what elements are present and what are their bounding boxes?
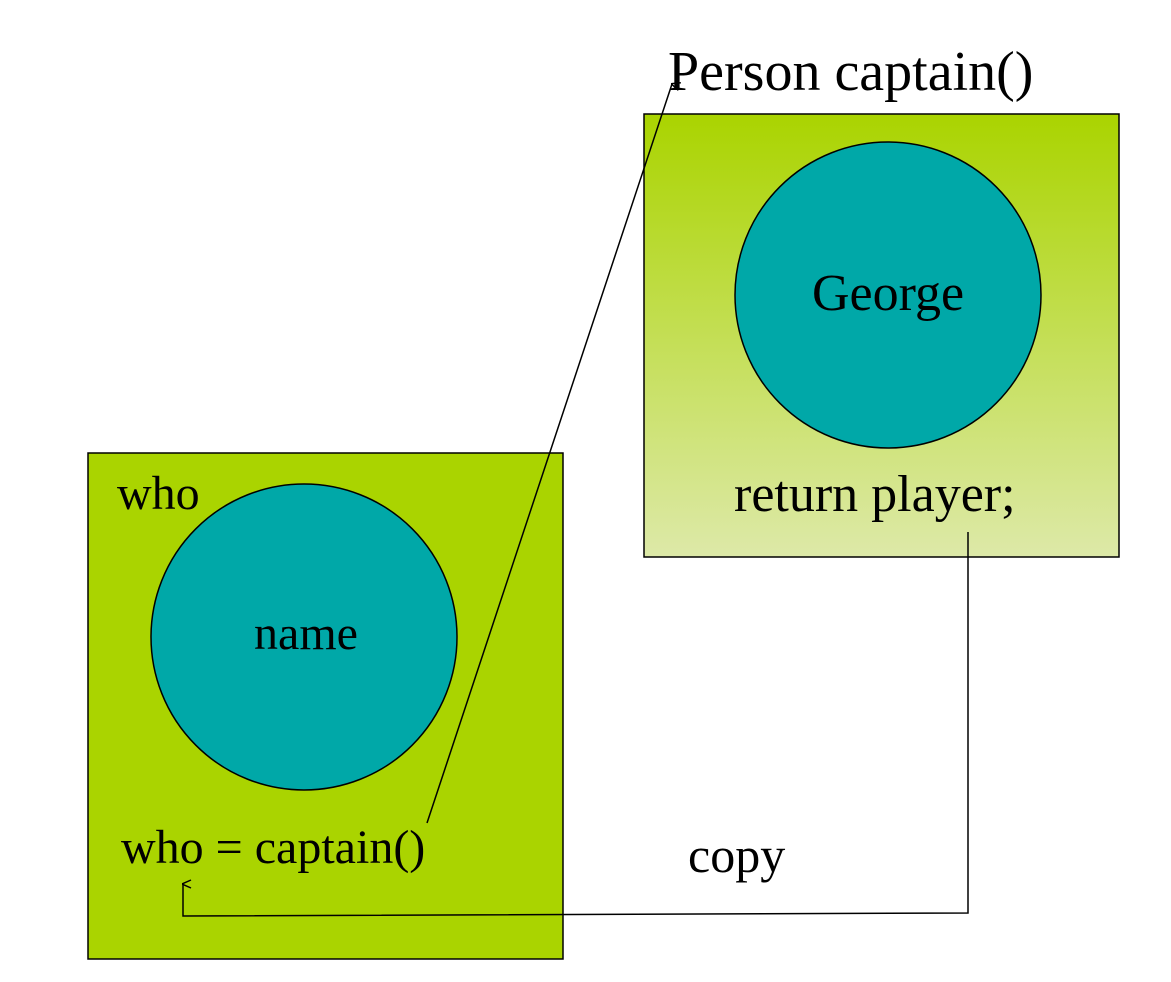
return-copy-arrow <box>183 532 969 917</box>
assignment-statement-label: who = captain() <box>121 821 426 874</box>
copy-label: copy <box>688 827 786 883</box>
name-object-label: name <box>254 607 358 660</box>
method-signature-label: Person captain() <box>668 41 1034 103</box>
who-variable-label: who <box>117 467 200 520</box>
george-object-circle <box>734 141 1042 449</box>
george-object-label: George <box>811 265 965 322</box>
call-arrow <box>426 84 672 824</box>
name-object-circle <box>150 483 458 791</box>
return-statement-label: return player; <box>734 466 1016 523</box>
